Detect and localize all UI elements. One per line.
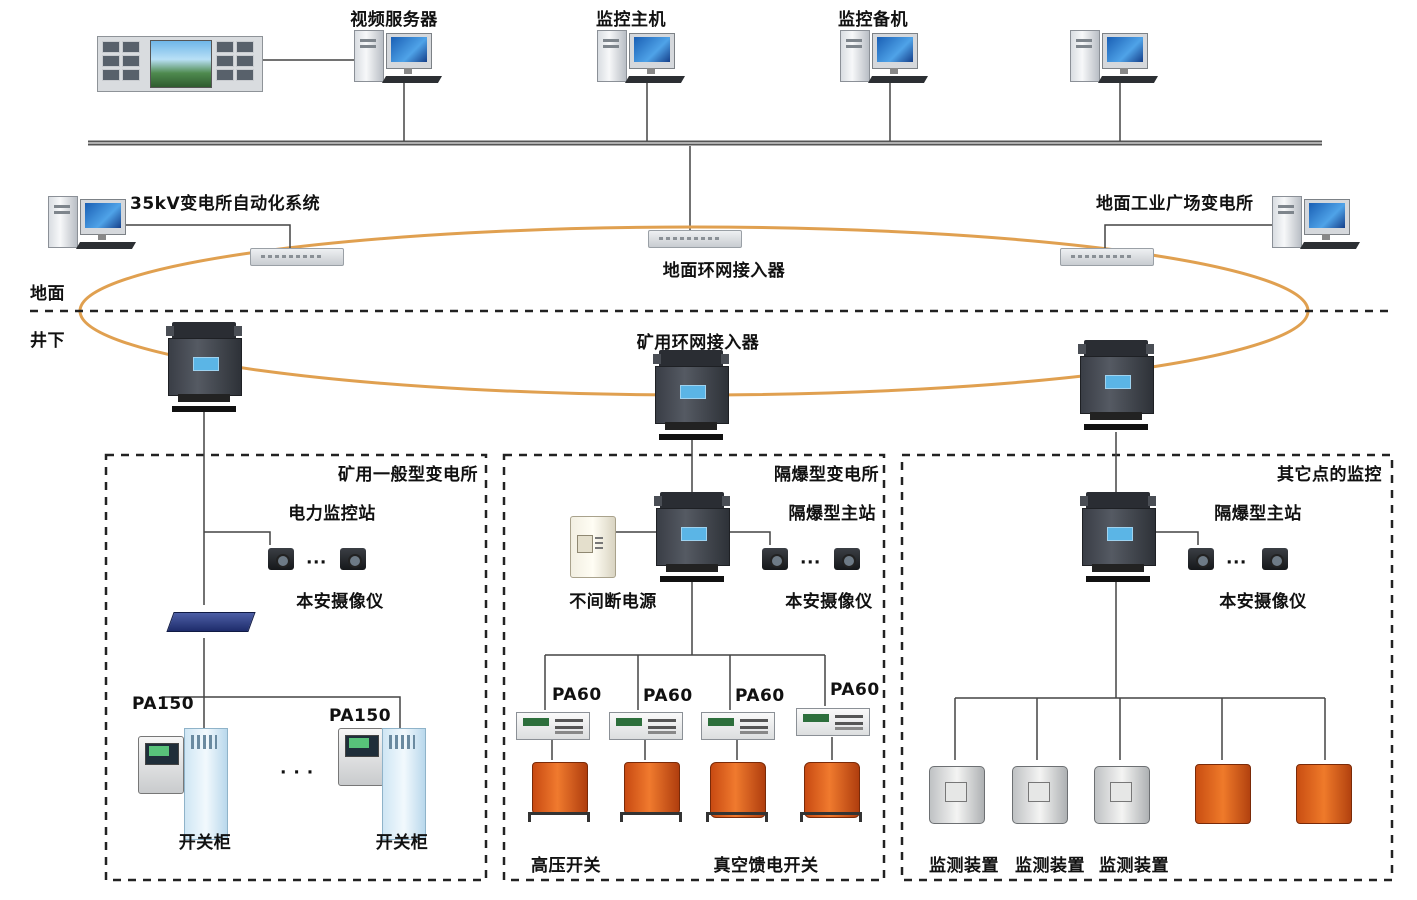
flameproof-master-station-icon	[1080, 492, 1156, 584]
camera-icon	[340, 544, 370, 574]
ups-label: 不间断电源	[569, 592, 657, 612]
vacuum-feeder-switch-icon	[706, 762, 768, 824]
flameproof-master-label: 隔爆型主站	[788, 504, 876, 524]
mine-ring-access-label: 矿用环网接入器	[636, 333, 760, 353]
camera-icon	[762, 544, 792, 574]
zone-box-other	[900, 453, 1394, 882]
pa60-label: PA60	[643, 686, 693, 706]
ellipsis: ···	[306, 553, 327, 573]
camera-icon	[1188, 544, 1218, 574]
orange-device-icon	[1294, 760, 1352, 824]
video-server-icon	[354, 30, 446, 88]
monitor-host-label: 监控主机	[596, 10, 666, 30]
pa60-label: PA60	[735, 686, 785, 706]
high-voltage-switch-icon	[528, 762, 590, 824]
camera-icon	[1262, 544, 1292, 574]
monitoring-device-label: 监测装置	[1099, 856, 1169, 876]
pa150-label: PA150	[132, 694, 195, 714]
surface-plaza-pc-icon	[1272, 196, 1364, 254]
switchgear-cabinet-icon	[184, 728, 228, 840]
high-voltage-switch-icon	[620, 762, 682, 824]
mine-ring-access-left-icon	[166, 322, 242, 414]
surface-ring-access-center-icon	[648, 230, 742, 248]
monitoring-device-label: 监测装置	[1015, 856, 1085, 876]
fiber-switch-icon	[170, 608, 250, 632]
switchgear-label: 开关柜	[178, 833, 232, 853]
high-voltage-switch-label: 高压开关	[531, 856, 601, 876]
pa150-label: PA150	[329, 706, 392, 726]
camera-label: 本安摄像仪	[296, 592, 384, 612]
monitoring-device-icon	[1010, 760, 1068, 824]
video-server-label: 视频服务器	[350, 10, 438, 30]
surface-label: 地面	[30, 284, 65, 304]
monitor-backup-icon	[840, 30, 932, 88]
pa150-meter-icon	[138, 736, 184, 794]
monitoring-device-icon	[927, 760, 985, 824]
vacuum-feeder-switch-label: 真空馈电开关	[713, 856, 819, 876]
surface-ring-access-label: 地面环网接入器	[662, 261, 786, 281]
zone-box-general	[104, 453, 488, 882]
vacuum-feeder-switch-icon	[800, 762, 862, 824]
flameproof-master-label: 隔爆型主站	[1214, 504, 1302, 524]
video-wall-icon	[97, 36, 263, 92]
workstation-icon	[1070, 30, 1162, 88]
surface-plaza-substation-label: 地面工业广场变电所	[1096, 194, 1254, 214]
underground-label: 井下	[30, 331, 65, 351]
monitor-backup-label: 监控备机	[838, 10, 908, 30]
pa150-meter-icon	[338, 728, 384, 786]
zone-general-substation-title: 矿用一般型变电所	[338, 465, 478, 485]
ellipsis: · · ·	[280, 763, 314, 783]
pa60-meter-icon	[796, 708, 870, 736]
pa60-meter-icon	[609, 712, 683, 740]
monitor-host-icon	[597, 30, 689, 88]
ellipsis: ···	[800, 553, 821, 573]
zone-other-monitoring-title: 其它点的监控	[1277, 465, 1382, 485]
camera-label: 本安摄像仪	[785, 592, 873, 612]
pa60-meter-icon	[516, 712, 590, 740]
pa60-label: PA60	[552, 685, 602, 705]
camera-icon	[834, 544, 864, 574]
flameproof-master-station-icon	[654, 492, 730, 584]
monitoring-device-label: 监测装置	[929, 856, 999, 876]
ellipsis: ···	[1226, 553, 1247, 573]
surface-ring-access-right-icon	[1060, 248, 1154, 266]
orange-device-icon	[1193, 760, 1251, 824]
zone-flameproof-substation-title: 隔爆型变电所	[774, 465, 879, 485]
switchgear-label: 开关柜	[375, 833, 429, 853]
surface-ring-access-left-icon	[250, 248, 344, 266]
mine-ring-access-right-icon	[1078, 340, 1154, 432]
substation-automation-pc-icon	[48, 196, 140, 254]
camera-label: 本安摄像仪	[1219, 592, 1307, 612]
pa60-label: PA60	[830, 680, 880, 700]
pa60-meter-icon	[701, 712, 775, 740]
power-monitoring-station-label: 电力监控站	[288, 504, 376, 524]
ups-icon	[570, 516, 616, 578]
substation-automation-label: 35kV变电所自动化系统	[130, 194, 321, 214]
camera-icon	[268, 544, 298, 574]
monitoring-device-icon	[1092, 760, 1150, 824]
switchgear-cabinet-icon	[382, 728, 426, 840]
zone-box-flameproof	[502, 453, 886, 882]
mine-ring-access-center-icon	[653, 350, 729, 442]
